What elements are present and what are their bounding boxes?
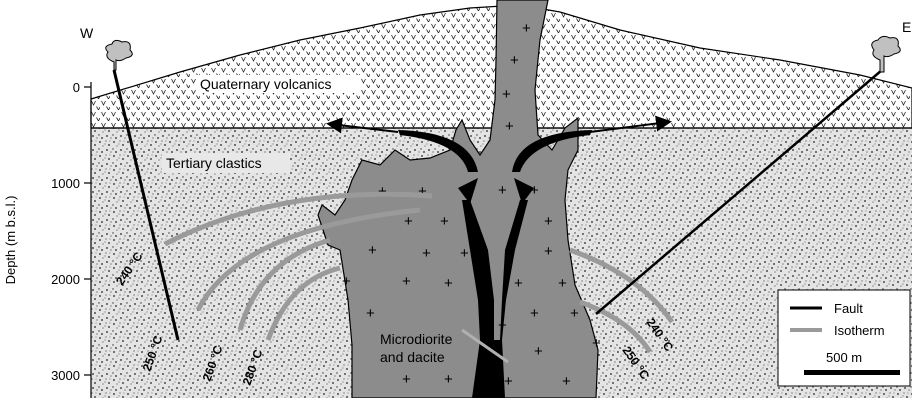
legend-scale-bar <box>804 370 900 375</box>
svg-text:+: + <box>444 371 453 388</box>
svg-text:+: + <box>570 305 579 322</box>
intrusion-label-line2: and dacite <box>380 349 445 365</box>
svg-text:+: + <box>342 273 351 290</box>
svg-text:+: + <box>522 20 531 37</box>
svg-text:+: + <box>440 213 449 230</box>
depth-axis-ticks <box>84 87 91 375</box>
svg-text:+: + <box>444 275 453 292</box>
svg-text:+: + <box>562 373 571 390</box>
svg-text:+: + <box>514 275 523 292</box>
svg-text:+: + <box>366 305 375 322</box>
west-label: W <box>80 25 94 41</box>
depth-tick-0: 0 <box>73 80 80 95</box>
svg-text:+: + <box>368 242 377 259</box>
tertiary-clastics-label: Tertiary clastics <box>166 155 262 171</box>
svg-text:+: + <box>592 335 601 352</box>
svg-text:+: + <box>530 305 539 322</box>
svg-text:+: + <box>510 52 519 69</box>
svg-text:+: + <box>404 213 413 230</box>
svg-text:+: + <box>402 371 411 388</box>
svg-text:+: + <box>498 182 507 199</box>
svg-text:+: + <box>534 343 543 360</box>
svg-text:+: + <box>558 275 567 292</box>
svg-text:+: + <box>402 273 411 290</box>
svg-text:+: + <box>544 243 553 260</box>
west-fumarole-icon <box>106 40 133 70</box>
legend-fault-label: Fault <box>834 301 863 316</box>
svg-text:+: + <box>422 245 431 262</box>
svg-text:+: + <box>504 373 513 390</box>
depth-tick-1000: 1000 <box>51 176 80 191</box>
intrusion-label-line1: Microdiorite <box>380 331 453 347</box>
legend-scale-label: 500 m <box>826 350 862 365</box>
svg-text:+: + <box>505 118 514 135</box>
svg-text:+: + <box>502 86 511 103</box>
legend: Fault Isotherm 500 m <box>778 290 910 386</box>
depth-axis-label: Depth (m b.s.l.) <box>3 196 18 285</box>
svg-text:+: + <box>460 245 469 262</box>
svg-text:+: + <box>544 213 553 230</box>
east-fumarole-icon <box>872 36 901 72</box>
depth-tick-2000: 2000 <box>51 272 80 287</box>
depth-tick-3000: 3000 <box>51 368 80 383</box>
svg-text:+: + <box>378 183 387 200</box>
east-label: E <box>902 19 911 35</box>
quaternary-volcanics-label: Quaternary volcanics <box>200 76 332 92</box>
legend-isotherm-label: Isotherm <box>834 323 885 338</box>
